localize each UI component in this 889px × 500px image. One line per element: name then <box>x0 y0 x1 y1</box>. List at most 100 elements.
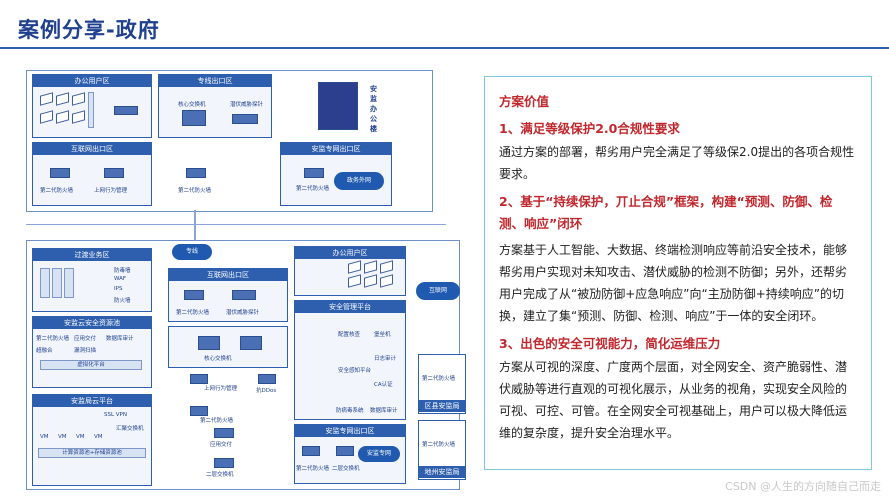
l2-switch-label: 二层交换机 <box>332 466 360 472</box>
l2-switch-icon <box>214 458 234 468</box>
server-icon <box>52 268 62 298</box>
office-zone-2-title: 办公用户区 <box>295 247 405 259</box>
core-switch-zone <box>168 326 288 368</box>
server-icon <box>64 268 74 298</box>
section-2-heading: 2、基于“持续保护，丌止合规”框架，构建“预测、防御、检测、响应”闭环 <box>499 194 833 231</box>
leased-exit-zone: 专线出口区 <box>158 74 272 138</box>
transit-zone: 过渡业务区 <box>32 248 152 312</box>
building-icon <box>318 82 358 130</box>
vm-label: VM <box>94 434 103 440</box>
mgmt-item: 堡垒机 <box>374 332 391 338</box>
core-switch-label: 核心交换机 <box>178 102 206 108</box>
mgmt-item: 数据库审计 <box>370 408 398 414</box>
ngfw-icon <box>184 290 204 300</box>
pool-item: 第二代防火墙 <box>36 336 70 342</box>
threat-probe-label: 潜伏威胁探针 <box>230 102 264 108</box>
pool-item: 超融合 <box>36 348 53 354</box>
ngfw-label: 第二代防火墙 <box>422 442 456 448</box>
section-2-body: 方案基于人工智能、大数据、终端检测响应等前沿安全技术，能够帮劣用户实现对未知攻击… <box>499 243 848 323</box>
compute-resource-pool: 计算资源池+存储资源池 <box>38 448 146 458</box>
server-icon <box>88 92 94 128</box>
anti-virus-label: 防毒墙 <box>114 268 131 274</box>
security-exit-zone-title: 安监专网出口区 <box>281 143 391 155</box>
vm-label: VM <box>58 434 67 440</box>
value-panel: 方案价值 1、满足等级保护2.0合规性要求 通过方案的部署，帮劣用户完全满足了等… <box>484 76 872 470</box>
pool-item: 数据库审计 <box>106 336 134 342</box>
network-diagram: 办公用户区 专线出口区 核心交换机 潜伏威胁探针 安监办公楼 互联网出口区 第二… <box>18 62 473 492</box>
title-divider <box>0 47 889 49</box>
security-net-cloud: 安监专网 <box>358 446 400 462</box>
internet-cloud: 互联网 <box>416 282 460 300</box>
l2-switch-icon <box>336 446 354 456</box>
ngfw-label: 第二代防火墙 <box>176 310 210 316</box>
firewall-label: 防火墙 <box>114 298 131 304</box>
district-bureau-label: 区县安监局 <box>418 400 466 412</box>
ngfw-label: 第二代防火墙 <box>422 376 456 382</box>
building-label: 安监办公楼 <box>370 85 377 133</box>
behavior-mgmt-icon <box>190 374 208 384</box>
core-switch-icon <box>198 336 220 350</box>
mgmt-item: 安全感知平台 <box>338 368 372 374</box>
anti-ddos-icon <box>258 374 276 384</box>
behavior-mgmt-label: 上网行为管理 <box>94 188 128 194</box>
vm-label: VM <box>76 434 85 440</box>
page-title: 案例分享-政府 <box>18 18 160 42</box>
security-exit-zone-2-title: 安监专网出口区 <box>295 425 405 437</box>
threat-probe-icon <box>232 290 256 300</box>
ngfw-label: 第二代防火墙 <box>296 466 330 472</box>
ngfw-label: 第二代防火墙 <box>200 418 234 424</box>
behavior-mgmt-icon <box>104 168 124 178</box>
ngfw-icon <box>304 168 324 178</box>
watermark: CSDN @人生的方向随自己而走 <box>725 480 881 493</box>
mgmt-item: 防病毒系统 <box>336 408 364 414</box>
connector-line <box>194 210 196 242</box>
ngfw-label: 第二代防火墙 <box>296 186 330 192</box>
hci-label: 汇聚交换机 <box>116 426 144 432</box>
connector-line <box>26 224 446 225</box>
ngfw-icon <box>190 406 208 416</box>
core-switch-icon <box>182 110 206 126</box>
section-1-body: 通过方案的部署，帮劣用户完全满足了等级保2.0提出的各项合规性要求。 <box>499 145 855 181</box>
section-1-heading: 1、满足等级保护2.0合规性要求 <box>499 121 680 136</box>
gov-extranet-cloud: 政务外网 <box>334 172 384 190</box>
anti-ddos-label: 抗DDos <box>256 388 277 394</box>
mgmt-item: 配置核查 <box>338 332 361 338</box>
gov-cloud-platform: 安监局云平台 <box>32 394 152 486</box>
pool-item: 漏洞扫描 <box>74 348 97 354</box>
virtualization-platform: 虚拟化平台 <box>40 360 142 370</box>
vm-label: VM <box>40 434 49 440</box>
ngfw-label: 第二代防火墙 <box>178 188 212 194</box>
threat-probe-label: 潜伏威胁探针 <box>226 310 260 316</box>
ngfw-icon <box>50 168 70 178</box>
internet-exit-zone-2-title: 互联网出口区 <box>169 269 287 281</box>
leased-exit-zone-title: 专线出口区 <box>159 75 271 87</box>
security-resource-pool-title: 安监云安全资源池 <box>33 317 151 329</box>
behavior-mgmt-label: 上网行为管理 <box>204 386 238 392</box>
switch-icon <box>114 106 138 115</box>
ngfw-label: 第二代防火墙 <box>40 188 74 194</box>
section-3-body: 方案从可视的深度、广度两个层面，对全网安全、资产脆弱性、潜伏威胁等进行直观的可视… <box>499 360 848 440</box>
mgmt-item: CA认证 <box>374 382 393 388</box>
app-delivery-label: 应用交付 <box>210 442 233 448</box>
security-resource-pool: 安监云安全资源池 <box>32 316 152 388</box>
ngfw-icon <box>302 446 320 456</box>
ngfw-icon <box>186 168 206 178</box>
security-mgmt-platform: 安全管理平台 <box>294 300 406 420</box>
ssl-vpn-label: SSL VPN <box>104 412 127 418</box>
panel-heading: 方案价值 <box>499 94 550 109</box>
pool-item: 应用交付 <box>74 336 97 342</box>
transit-zone-title: 过渡业务区 <box>33 249 151 261</box>
server-icon <box>40 268 50 298</box>
office-zone-title: 办公用户区 <box>33 75 151 87</box>
app-delivery-icon <box>214 428 234 438</box>
l2-switch-label: 二层交换机 <box>206 472 234 478</box>
threat-probe-icon <box>232 114 258 124</box>
mgmt-item: 日志审计 <box>374 356 397 362</box>
internet-exit-zone-title: 互联网出口区 <box>33 143 151 155</box>
leased-line-cloud: 专线 <box>172 244 212 260</box>
core-switch-icon <box>240 336 262 350</box>
gov-cloud-platform-title: 安监局云平台 <box>33 395 151 407</box>
waf-label: WAF <box>114 276 127 282</box>
city-bureau-label: 地州安监局 <box>418 466 466 478</box>
core-switch-label: 核心交换机 <box>204 356 232 362</box>
